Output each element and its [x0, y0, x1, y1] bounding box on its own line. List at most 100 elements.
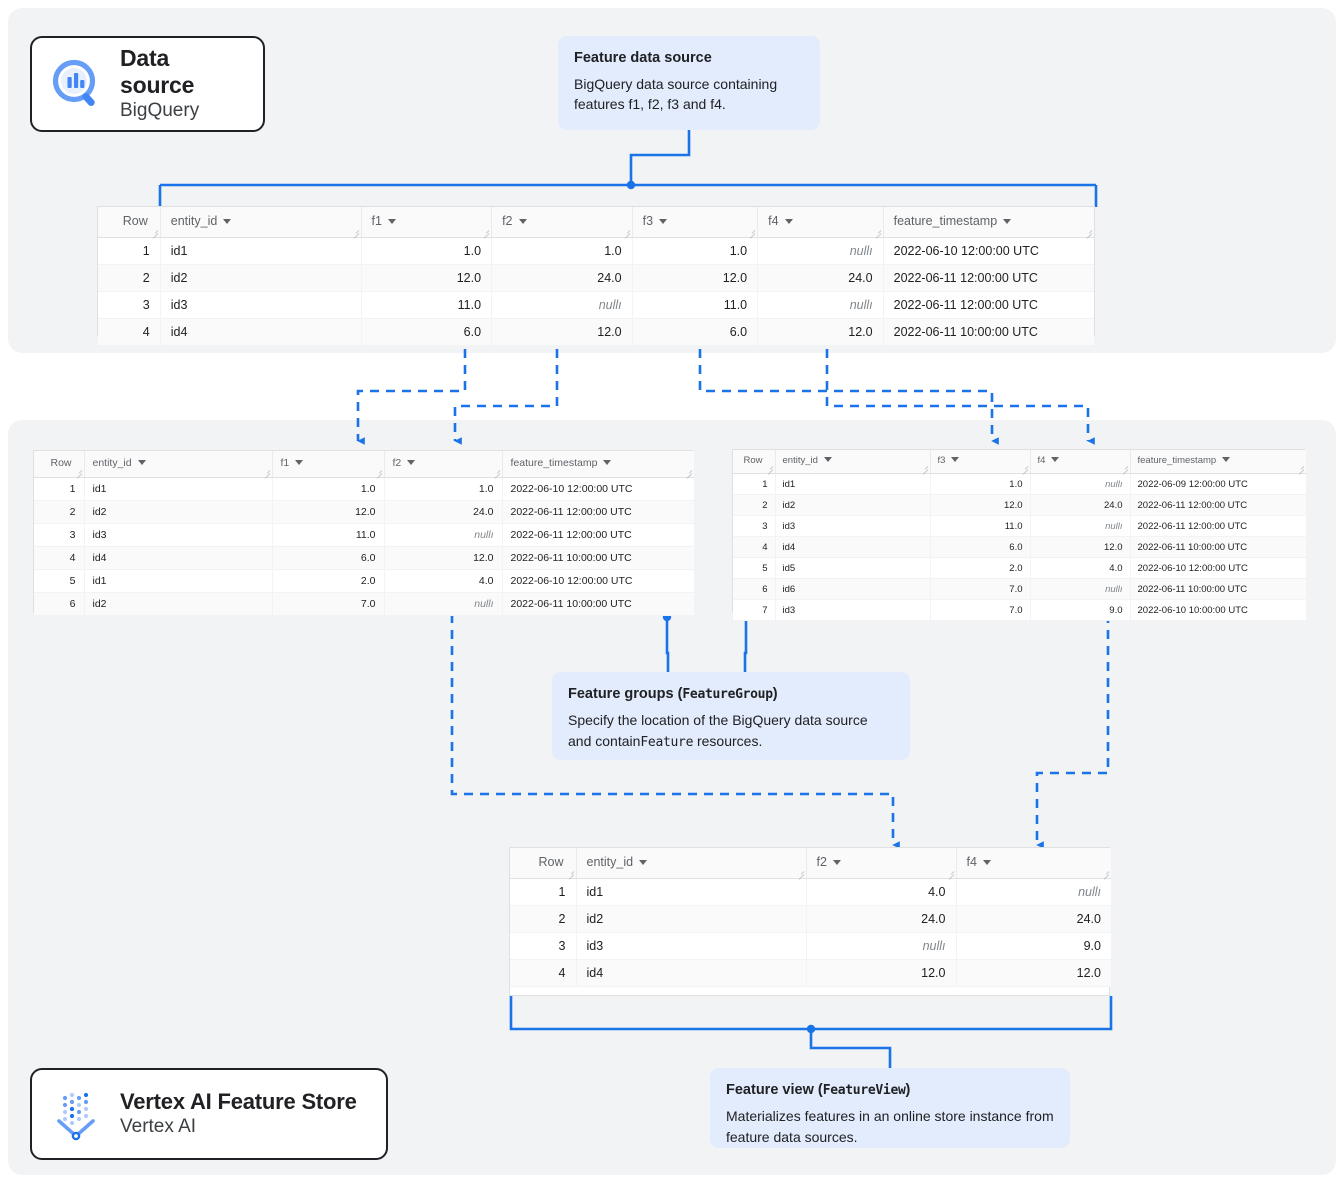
column-resize-grip[interactable] [492, 468, 500, 479]
chevron-down-icon[interactable] [982, 859, 991, 865]
chevron-down-icon[interactable] [784, 218, 793, 224]
column-header-entity_id[interactable]: entity_id [84, 451, 273, 479]
column-header-row[interactable]: Row [34, 451, 85, 479]
column-resize-grip[interactable] [150, 228, 159, 239]
table-cell: 11.0 [930, 515, 1031, 537]
callout-title: Feature view (FeatureView) [726, 1081, 1054, 1099]
column-resize-grip[interactable] [1296, 464, 1305, 475]
table-cell: 7 [733, 599, 776, 621]
column-header-label: f2 [816, 855, 827, 869]
table-cell: id3 [775, 599, 931, 621]
chevron-down-icon[interactable] [295, 460, 304, 466]
chevron-down-icon[interactable] [137, 460, 146, 466]
chevron-down-icon[interactable] [659, 218, 668, 224]
chevron-down-icon[interactable] [1222, 457, 1231, 463]
chevron-down-icon[interactable] [823, 457, 832, 463]
chevron-down-icon[interactable] [1051, 457, 1060, 463]
column-resize-grip[interactable] [946, 869, 954, 880]
column-header-label: feature_timestamp [893, 214, 998, 228]
chevron-down-icon[interactable] [1003, 218, 1012, 224]
column-resize-grip[interactable] [1101, 869, 1110, 880]
column-resize-grip[interactable] [622, 228, 630, 239]
chevron-down-icon[interactable] [387, 218, 396, 224]
table-cell: 2.0 [930, 557, 1031, 579]
column-header-f4[interactable]: f4 [956, 848, 1111, 880]
column-header-f4[interactable]: f4 [757, 207, 884, 239]
table-cell: id4 [775, 536, 931, 558]
chevron-down-icon[interactable] [223, 218, 232, 224]
column-header-row[interactable]: Row [98, 207, 161, 239]
column-resize-grip[interactable] [481, 228, 490, 239]
column-resize-grip[interactable] [566, 869, 574, 880]
column-header-row[interactable]: Row [510, 848, 577, 880]
table-cell: 2022-06-11 10:00:00 UTC [1130, 578, 1306, 600]
column-header-f2[interactable]: f2 [491, 207, 633, 239]
column-header-f1[interactable]: f1 [272, 451, 385, 479]
table-cell: nullı [757, 291, 884, 319]
column-resize-grip[interactable] [374, 468, 382, 479]
column-header-row[interactable]: Row [733, 450, 776, 475]
table-cell: 2.0 [272, 569, 385, 593]
table-cell: 4 [733, 536, 776, 558]
column-resize-grip[interactable] [796, 869, 804, 880]
column-header-feature_timestamp[interactable]: feature_timestamp [883, 207, 1094, 239]
column-resize-grip[interactable] [1084, 228, 1093, 239]
table-cell: id1 [84, 569, 273, 593]
column-header-entity_id[interactable]: entity_id [160, 207, 362, 239]
column-header-f4[interactable]: f4 [1030, 450, 1131, 475]
table-cell: 2 [733, 494, 776, 516]
column-resize-grip[interactable] [920, 464, 928, 475]
chevron-down-icon[interactable] [518, 218, 527, 224]
column-resize-grip[interactable] [1120, 464, 1128, 475]
column-header-f2[interactable]: f2 [384, 451, 503, 479]
column-resize-grip[interactable] [1020, 464, 1028, 475]
column-header-f3[interactable]: f3 [930, 450, 1031, 475]
column-resize-grip[interactable] [684, 468, 693, 479]
column-header-f2[interactable]: f2 [806, 848, 957, 880]
column-header-f3[interactable]: f3 [632, 207, 759, 239]
column-header-feature_timestamp[interactable]: feature_timestamp [502, 451, 694, 479]
chevron-down-icon[interactable] [603, 460, 612, 466]
column-header-entity_id[interactable]: entity_id [576, 848, 807, 880]
column-resize-grip[interactable] [873, 228, 881, 239]
column-resize-grip[interactable] [765, 464, 773, 475]
column-header-feature_timestamp[interactable]: feature_timestamp [1130, 450, 1306, 475]
callout-body: Specify the location of the BigQuery dat… [568, 710, 894, 752]
column-resize-grip[interactable] [74, 468, 82, 479]
chevron-down-icon[interactable] [832, 859, 841, 865]
chevron-down-icon[interactable] [639, 859, 648, 865]
column-resize-grip[interactable] [351, 228, 359, 239]
chevron-down-icon[interactable] [951, 457, 960, 463]
column-header-entity_id[interactable]: entity_id [775, 450, 931, 475]
chevron-down-icon[interactable] [407, 460, 416, 466]
column-resize-grip[interactable] [262, 468, 270, 479]
column-header-f1[interactable]: f1 [361, 207, 493, 239]
table-cell: 6.0 [272, 546, 385, 570]
column-resize-grip[interactable] [747, 228, 756, 239]
